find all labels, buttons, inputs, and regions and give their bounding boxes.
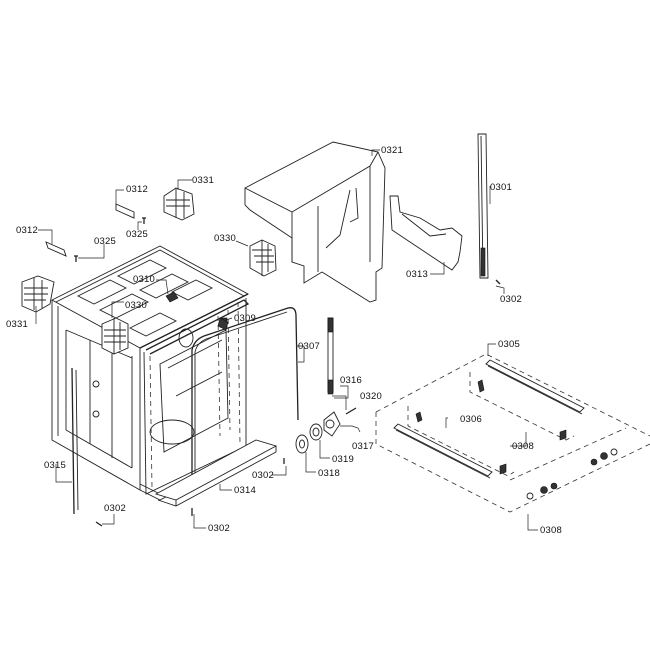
part-label-0313: 0313 — [406, 269, 428, 280]
mounting-block-0330-shroud — [249, 239, 277, 277]
part-label-0309: 0309 — [234, 313, 256, 324]
part-label-0310: 0310 — [133, 274, 155, 285]
part-label-0319: 0319 — [332, 454, 354, 465]
clip-part — [165, 291, 179, 303]
part-label-0317: 0317 — [352, 441, 374, 452]
fitting-part — [217, 317, 229, 331]
part-label-0315: 0315 — [44, 460, 66, 471]
part-label-0302: 0302 — [104, 503, 126, 514]
part-label-0331: 0331 — [6, 319, 28, 330]
door-gasket-part — [191, 307, 299, 480]
insulation-shroud-part — [244, 141, 386, 303]
part-label-0330: 0330 — [125, 300, 147, 311]
screw-0325-left — [74, 255, 78, 262]
part-label-0318: 0318 — [318, 468, 340, 479]
screw-0302-left — [95, 521, 103, 527]
part-label-0302: 0302 — [252, 470, 274, 481]
mounting-block-0330-tub — [101, 317, 129, 355]
mounting-block-0331-left — [21, 275, 55, 313]
part-label-0312: 0312 — [16, 225, 38, 236]
part-label-0307: 0307 — [298, 341, 320, 352]
mounting-block-0331-top — [163, 187, 195, 221]
part-label-0305: 0305 — [498, 339, 520, 350]
screw-0325-top — [142, 217, 146, 224]
part-label-0302: 0302 — [500, 294, 522, 305]
valve-assembly-part — [295, 317, 357, 454]
part-label-0306: 0306 — [460, 414, 482, 425]
side-trim-strip-part — [71, 367, 75, 515]
part-label-0320: 0320 — [360, 391, 382, 402]
part-label-0330: 0330 — [214, 233, 236, 244]
part-label-0312: 0312 — [126, 184, 148, 195]
part-label-0301: 0301 — [490, 182, 512, 193]
rail-assembly-part — [375, 353, 650, 513]
hinge-bracket-top — [115, 203, 135, 219]
part-label-0325: 0325 — [94, 236, 116, 247]
part-label-0325: 0325 — [126, 229, 148, 240]
hinge-bracket-left — [45, 241, 67, 257]
part-label-0308: 0308 — [512, 441, 534, 452]
screw-0302-right — [495, 279, 501, 285]
part-label-0314: 0314 — [234, 485, 256, 496]
part-label-0302: 0302 — [208, 523, 230, 534]
side-panel-part — [389, 195, 463, 271]
bottom-cover-strip-part — [154, 439, 278, 507]
part-label-0321: 0321 — [381, 145, 403, 156]
vertical-trim-strip-part — [477, 133, 489, 279]
leader-lines — [35, 149, 538, 531]
part-label-0308: 0308 — [540, 525, 562, 536]
part-label-0331: 0331 — [192, 175, 214, 186]
part-label-0316: 0316 — [340, 375, 362, 386]
